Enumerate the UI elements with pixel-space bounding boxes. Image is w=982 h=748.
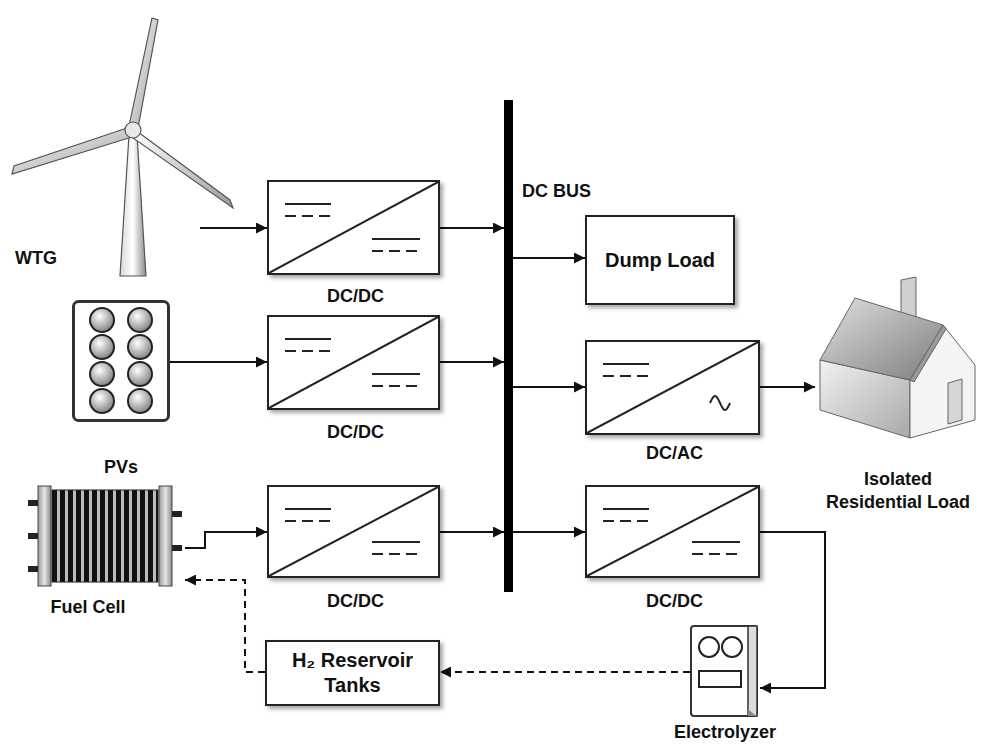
residential-load: Isolated Residential Load	[815, 270, 978, 440]
dc-dc-converter: DC/DC	[267, 180, 440, 275]
hydrogen-flow-arrow	[440, 671, 690, 673]
component-label: DC/DC	[269, 421, 442, 444]
dump-load-box: Dump Load	[585, 215, 735, 305]
box-label: Dump Load	[605, 248, 715, 273]
converter-symbol	[269, 317, 438, 408]
power-flow-arrow	[760, 386, 815, 388]
pv-array: PVs	[72, 300, 170, 422]
component-label: DC/DC	[587, 590, 762, 613]
converter-symbol	[587, 487, 758, 576]
hydrogen-tank-box: H₂ Reservoir Tanks	[265, 640, 440, 706]
component-label: Electrolyzer	[659, 721, 791, 744]
power-flow-arrow	[440, 227, 504, 229]
dc-dc-converter: DC/DC	[267, 485, 440, 578]
component-label: DC/AC	[587, 442, 762, 465]
electrolyzer-unit	[691, 626, 757, 716]
converter-symbol	[269, 487, 438, 576]
power-flow-arrow	[513, 531, 585, 533]
power-flow-arrow	[513, 386, 585, 388]
component-label: WTG	[15, 247, 85, 270]
power-flow-arrow	[440, 531, 504, 533]
dc-dc-converter: DC/DC	[585, 485, 760, 578]
component-label: DC/DC	[269, 590, 442, 613]
converter-symbol	[587, 342, 758, 433]
power-flow-arrow	[440, 361, 504, 363]
component-label: Fuel Cell	[28, 596, 148, 619]
component-label: Isolated Residential Load	[823, 468, 973, 513]
power-flow-arrow	[760, 532, 825, 688]
component-label: PVs	[72, 456, 170, 479]
dc-dc-converter: DC/DC	[267, 315, 440, 410]
hydrogen-flow-arrow	[185, 580, 265, 672]
power-flow-arrow	[170, 361, 267, 363]
electrolyzer: Electrolyzer	[690, 625, 760, 717]
dc-ac-inverter: DC/AC	[585, 340, 760, 435]
fuel-cell-stack	[28, 486, 182, 586]
converter-symbol	[269, 182, 438, 273]
component-label: DC/DC	[269, 285, 442, 308]
wind-turbine	[12, 18, 233, 276]
power-flow-arrow	[513, 257, 585, 259]
wind-turbine-generator: WTG	[10, 15, 200, 280]
fuel-cell: Fuel Cell	[28, 482, 185, 590]
house	[820, 277, 975, 438]
component-label: DC BUS	[522, 180, 612, 203]
power-flow-arrow	[185, 532, 267, 548]
power-flow-arrow	[200, 227, 267, 229]
dc-bus-bar: DC BUS	[504, 100, 513, 592]
pv-panel	[74, 302, 169, 421]
box-label: H₂ Reservoir Tanks	[273, 648, 432, 698]
